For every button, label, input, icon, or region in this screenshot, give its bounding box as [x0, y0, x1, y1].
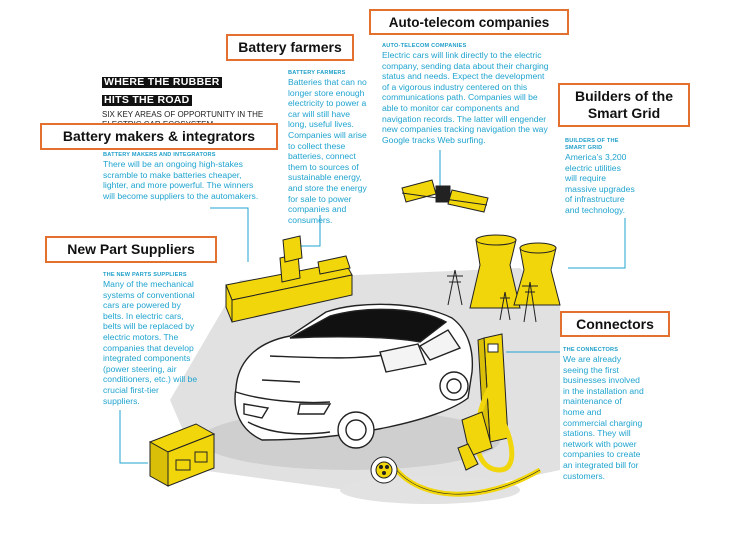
text-battery-farmers: BATTERY FARMERS Batteries that can no lo… [288, 70, 370, 225]
line-battery-makers [210, 207, 249, 262]
main-title-line-2: HITS THE ROAD [102, 94, 192, 106]
heading-auto-telecom: AUTO-TELECOM COMPANIES [382, 43, 467, 49]
heading-battery-makers: BATTERY MAKERS AND INTEGRATORS [103, 152, 216, 158]
text-connectors: THE CONNECTORS We are already seeing the… [563, 347, 645, 481]
battery-pack-illustration [148, 423, 216, 487]
power-plant-illustration [447, 234, 561, 323]
heading-battery-farmers: BATTERY FARMERS [288, 70, 346, 76]
body-auto-telecom: Electric cars will link directly to the … [382, 50, 549, 145]
box-battery-farmers: Battery farmers [226, 34, 354, 61]
charging-station-illustration [457, 333, 515, 473]
body-battery-makers: There will be an ongoing high-stakes scr… [103, 159, 259, 201]
line-new-parts [119, 410, 148, 464]
body-connectors: We are already seeing the first business… [563, 354, 644, 481]
text-battery-makers: BATTERY MAKERS AND INTEGRATORS There wil… [103, 152, 263, 201]
text-smart-grid: BUILDERS OF THE SMART GRID America’s 3,2… [565, 138, 635, 216]
main-title-block: WHERE THE RUBBER HITS THE ROAD SIX KEY A… [102, 72, 263, 130]
satellite-illustration [401, 179, 489, 213]
box-battery-makers: Battery makers & integrators [40, 123, 278, 150]
box-smart-grid: Builders of the Smart Grid [558, 83, 690, 127]
car-illustration [234, 303, 474, 449]
text-new-parts: THE NEW PARTS SUPPLIERS Many of the mech… [103, 272, 198, 406]
line-battery-farmers [300, 215, 321, 247]
box-new-parts: New Part Suppliers [45, 236, 217, 263]
connector-lines [119, 150, 626, 464]
main-title-line-1: WHERE THE RUBBER [102, 76, 222, 88]
line-smart-grid [568, 218, 626, 269]
body-smart-grid: America’s 3,200 electric utilities will … [565, 152, 635, 215]
box-auto-telecom: Auto-telecom companies [369, 9, 569, 35]
heading-new-parts: THE NEW PARTS SUPPLIERS [103, 272, 187, 278]
heading-connectors: THE CONNECTORS [563, 347, 619, 353]
plug-illustration [370, 456, 542, 497]
text-auto-telecom: AUTO-TELECOM COMPANIES Electric cars wil… [382, 43, 552, 145]
heading-smart-grid: BUILDERS OF THE SMART GRID [565, 138, 619, 151]
box-connectors: Connectors [560, 311, 670, 337]
body-battery-farmers: Batteries that can no longer store enoug… [288, 77, 367, 225]
body-new-parts: Many of the mechanical systems of conven… [103, 279, 198, 406]
battery-stack-illustration [225, 235, 353, 323]
